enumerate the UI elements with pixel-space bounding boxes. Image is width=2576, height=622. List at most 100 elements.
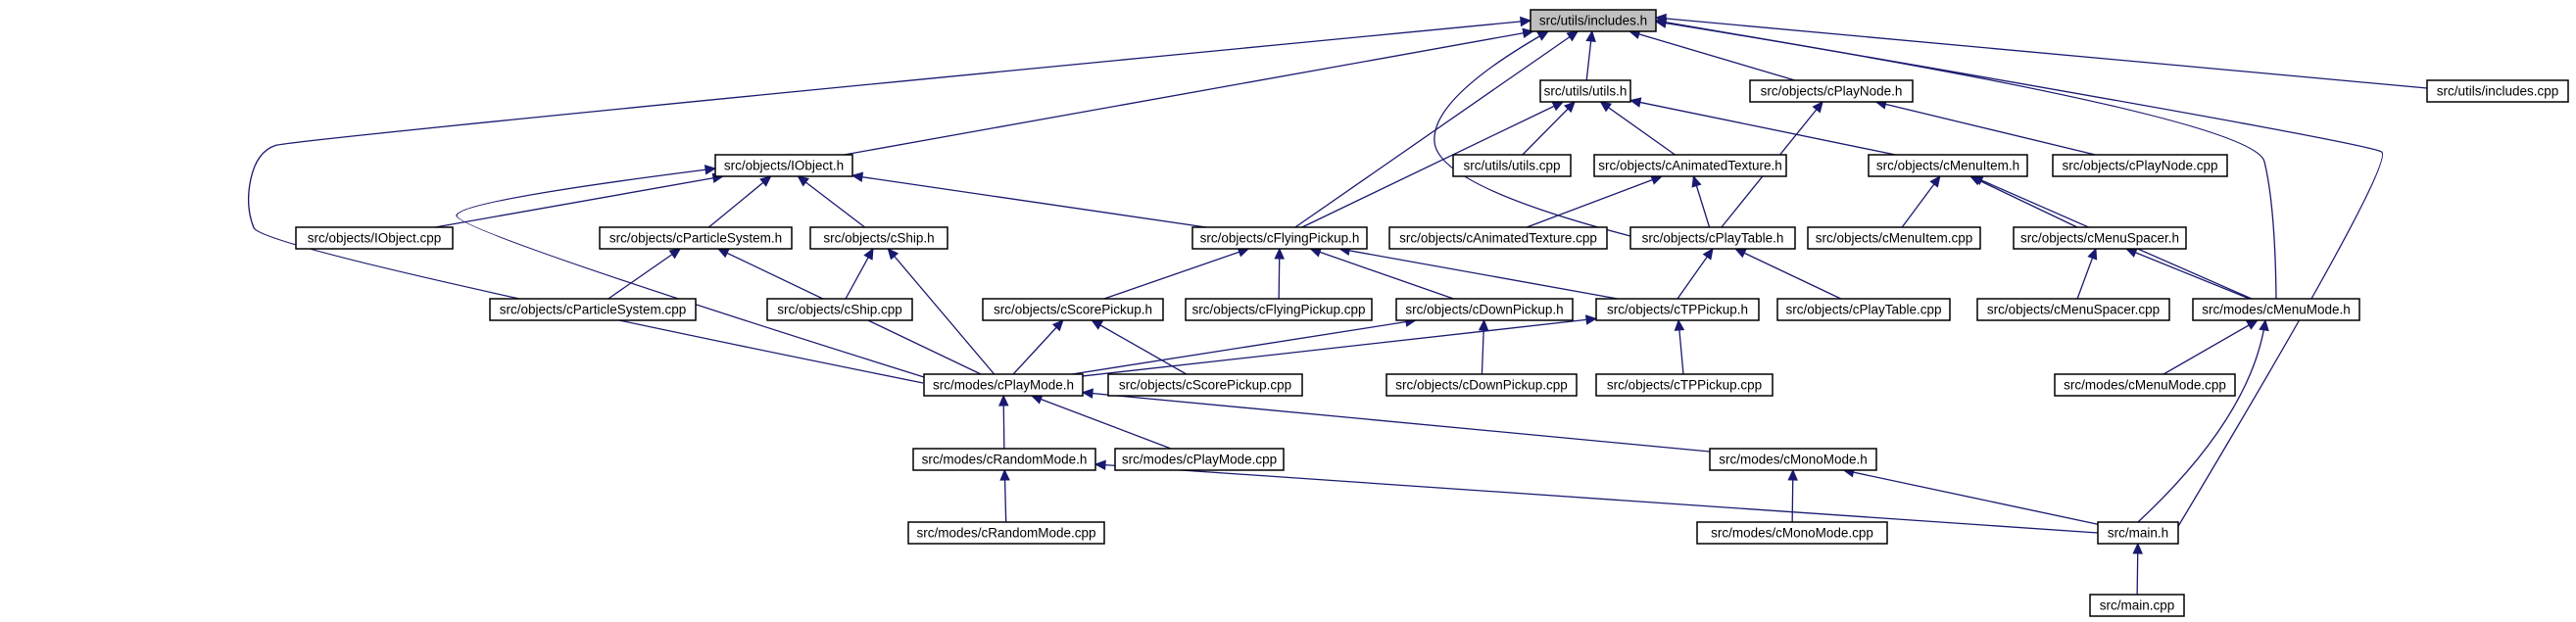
node-cscore-cpp[interactable]: src/objects/cScorePickup.cpp [1107, 373, 1303, 397]
edge-cplaynode_cpp-to-cplaynode_h [1875, 101, 2096, 156]
node-ctp-h[interactable]: src/objects/cTPPickup.h [1595, 298, 1760, 321]
edge-cparticle_h-to-iobject_h [707, 175, 772, 228]
node-utils-cpp[interactable]: src/utils/utils.cpp [1452, 154, 1572, 177]
node-label: src/modes/cRandomMode.h [922, 453, 1088, 467]
node-cmono-cpp[interactable]: src/modes/cMonoMode.cpp [1696, 521, 1888, 545]
node-cmono-h[interactable]: src/modes/cMonoMode.h [1709, 448, 1877, 471]
node-label: src/utils/utils.cpp [1463, 159, 1560, 173]
node-iobject-h[interactable]: src/objects/IObject.h [714, 154, 853, 177]
arrowhead-cflying_h-to-includes_h [1566, 30, 1580, 42]
node-label: src/objects/cFlyingPickup.h [1200, 231, 1360, 246]
edge-cmono_h-to-cplaymode_h [1082, 391, 1711, 453]
node-box [714, 154, 853, 177]
node-cplaytable-cpp[interactable]: src/objects/cPlayTable.cpp [1776, 298, 1951, 321]
node-includes-cpp[interactable]: src/utils/includes.cpp [2426, 79, 2569, 103]
node-box [1114, 448, 1285, 471]
node-box [1595, 373, 1774, 397]
edge-cflying_h-to-iobject_h [851, 174, 1206, 228]
node-cship-h[interactable]: src/objects/cShip.h [809, 226, 948, 250]
edge-cflying_h-to-utils_h [1301, 101, 1564, 228]
node-box [1452, 154, 1572, 177]
node-label: src/objects/cDownPickup.h [1405, 303, 1563, 317]
node-cmenuspacer-cpp[interactable]: src/objects/cMenuSpacer.cpp [1976, 298, 2170, 321]
node-cplaynode-h[interactable]: src/objects/cPlayNode.h [1749, 79, 1914, 103]
node-cplaymode-h[interactable]: src/modes/cPlayMode.h [923, 373, 1084, 397]
edge-cplaymode_h-to-cscore_h [1012, 319, 1064, 375]
node-ctp-cpp[interactable]: src/objects/cTPPickup.cpp [1595, 373, 1774, 397]
arrowhead-cmenumode_cpp-to-cmenumode_h [2246, 319, 2259, 330]
node-label: src/main.cpp [2100, 598, 2175, 613]
node-label: src/modes/cMonoMode.cpp [1711, 526, 1873, 541]
node-includes-h[interactable]: src/utils/includes.h [1530, 9, 1657, 32]
arrowhead-cplaymode_h-to-iobject_h [704, 165, 717, 175]
node-cdown-cpp[interactable]: src/objects/cDownPickup.cpp [1385, 373, 1578, 397]
node-cmenumode-h[interactable]: src/modes/cMenuMode.h [2192, 298, 2360, 321]
node-cplaynode-cpp[interactable]: src/objects/cPlayNode.cpp [2052, 154, 2228, 177]
node-utils-h[interactable]: src/utils/utils.h [1539, 79, 1631, 103]
arrowhead-crandom_h-to-cplaymode_h [998, 394, 1009, 407]
node-label: src/objects/cDownPickup.cpp [1395, 378, 1568, 393]
node-label: src/modes/cPlayMode.h [933, 378, 1074, 393]
arrowhead-ctp_h-to-cplaytable_h [1702, 248, 1714, 261]
node-cplaytable-h[interactable]: src/objects/cPlayTable.h [1629, 226, 1796, 250]
node-box [1868, 154, 2028, 177]
node-label: src/modes/cMonoMode.h [1719, 453, 1868, 467]
node-cparticle-cpp[interactable]: src/objects/cParticleSystem.cpp [489, 298, 697, 321]
arrowhead-cmono_h-to-cplaymode_h [1081, 388, 1094, 399]
edge-utils_cpp-to-utils_h [1522, 101, 1576, 156]
arrowhead-cmenuitem_h-to-utils_h [1628, 97, 1642, 108]
node-cflying-cpp[interactable]: src/objects/cFlyingPickup.cpp [1185, 298, 1373, 321]
arrowhead-cplaytable_cpp-to-cplaytable_h [1734, 248, 1747, 259]
node-label: src/utils/includes.cpp [2437, 84, 2559, 99]
node-label: src/utils/utils.h [1544, 84, 1628, 99]
node-cmenuspacer-h[interactable]: src/objects/cMenuSpacer.h [2013, 226, 2187, 250]
arrowhead-ctp_cpp-to-ctp_h [1674, 318, 1685, 331]
node-box [2192, 298, 2360, 321]
arrowhead-cdown_cpp-to-cdown_h [1478, 318, 1489, 331]
node-main-cpp[interactable]: src/main.cpp [2089, 594, 2185, 617]
node-cflying-h[interactable]: src/objects/cFlyingPickup.h [1191, 226, 1368, 250]
edge-includes_cpp-to-includes_h [1655, 17, 2428, 89]
node-iobject-cpp[interactable]: src/objects/IObject.cpp [295, 226, 454, 250]
node-box [2054, 373, 2236, 397]
node-label: src/objects/IObject.cpp [308, 231, 442, 246]
node-cscore-h[interactable]: src/objects/cScorePickup.h [982, 298, 1164, 321]
arrowhead-canimtex_h-to-utils_h [1599, 101, 1613, 113]
arrowhead-cplaytable_h-to-includes_h [1536, 30, 1550, 41]
arrowhead-main_h-to-cmenumode_h [2259, 318, 2269, 332]
nodes-layer: src/utils/includes.h src/utils/utils.h src… [295, 9, 2569, 617]
node-box [1709, 448, 1877, 471]
node-canimtex-cpp[interactable]: src/objects/cAnimatedTexture.cpp [1388, 226, 1608, 250]
node-label: src/objects/IObject.h [724, 159, 844, 173]
node-cmenuitem-cpp[interactable]: src/objects/cMenuItem.cpp [1807, 226, 1981, 250]
arrowhead-cship_cpp-to-cship_h [863, 247, 874, 261]
node-box [2052, 154, 2228, 177]
node-canimtex-h[interactable]: src/objects/cAnimatedTexture.h [1593, 154, 1787, 177]
edge-cscore_h-to-cflying_h [1103, 248, 1249, 300]
node-main-h[interactable]: src/main.h [2097, 521, 2179, 545]
node-crandom-cpp[interactable]: src/modes/cRandomMode.cpp [907, 521, 1105, 545]
node-box [1185, 298, 1373, 321]
node-box [2089, 594, 2185, 617]
edge-canimtex_h-to-utils_h [1600, 101, 1676, 156]
node-cmenuitem-h[interactable]: src/objects/cMenuItem.h [1868, 154, 2028, 177]
node-box [907, 521, 1105, 545]
node-box [1385, 373, 1578, 397]
arrowhead-cmenuitem_cpp-to-cmenuitem_h [1929, 175, 1941, 188]
node-label: src/objects/cFlyingPickup.cpp [1191, 303, 1365, 317]
node-box [1530, 9, 1657, 32]
node-cmenumode-cpp[interactable]: src/modes/cMenuMode.cpp [2054, 373, 2236, 397]
edge-canimtex_cpp-to-canimtex_h [1526, 175, 1663, 228]
arrowhead-main_h-to-crandom_h [1094, 459, 1106, 470]
edge-main_h-to-cmono_h [1843, 469, 2099, 525]
node-crandom-h[interactable]: src/modes/cRandomMode.h [912, 448, 1096, 471]
edge-cplaymode_h-to-ctp_h [1082, 317, 1597, 377]
node-cplaymode-cpp[interactable]: src/modes/cPlayMode.cpp [1114, 448, 1285, 471]
node-box [1191, 226, 1368, 250]
node-cdown-h[interactable]: src/objects/cDownPickup.h [1395, 298, 1574, 321]
arrowhead-utils_cpp-to-utils_h [1564, 101, 1577, 114]
arrowhead-cplaymode_h-to-ctp_h [1584, 314, 1598, 325]
node-cship-cpp[interactable]: src/objects/cShip.cpp [766, 298, 913, 321]
node-cparticle-h[interactable]: src/objects/cParticleSystem.h [599, 226, 793, 250]
node-label: src/objects/cParticleSystem.cpp [500, 303, 687, 317]
